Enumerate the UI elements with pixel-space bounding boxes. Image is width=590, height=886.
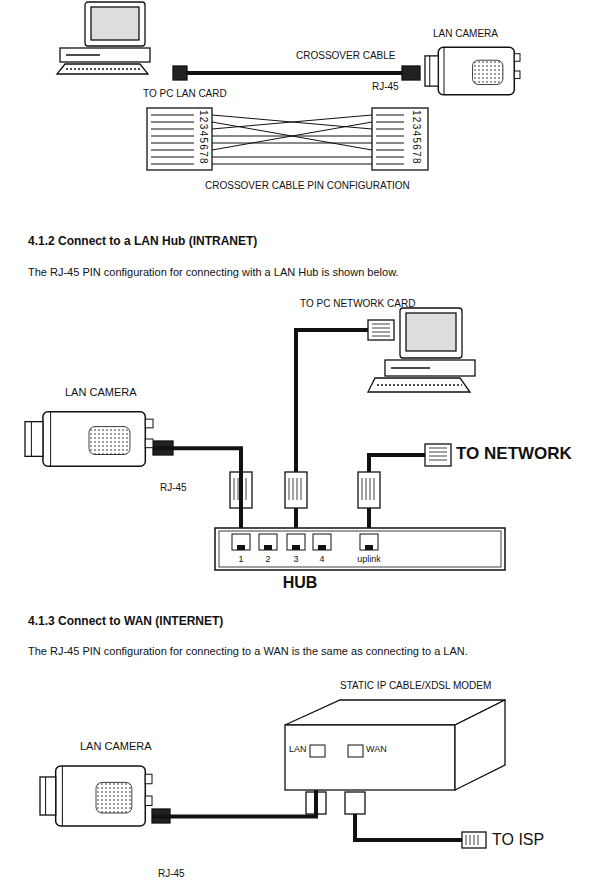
modem-box: STATIC IP CABLE/XDSL MODEMLANWAN — [285, 700, 505, 790]
section-heading: 4.1.2 Connect to a LAN Hub (INTRANET) — [28, 235, 257, 249]
node-label: LAN CAMERA — [80, 740, 152, 753]
node-label: STATIC IP CABLE/XDSL MODEM — [340, 680, 491, 692]
connector-label: RJ-45 — [160, 482, 187, 494]
lan-camera-outline — [425, 44, 520, 98]
callout-text: TO PC LAN CARD — [143, 88, 227, 100]
port-number: 3 — [293, 554, 298, 564]
node-label: LAN CAMERA — [65, 386, 137, 399]
lan-camera: LAN CAMERA — [425, 44, 520, 98]
callout-text: TO NETWORK — [456, 444, 572, 464]
body-text: The RJ-45 PIN configuration for connecti… — [28, 266, 399, 279]
lan-camera-outline — [25, 408, 153, 470]
port-number: 1 — [238, 554, 243, 564]
section-heading: 4.1.3 Connect to WAN (INTERNET) — [28, 615, 223, 629]
node-label: HUB — [283, 574, 318, 592]
lan-camera-outline — [40, 762, 152, 830]
port-number: uplink — [357, 554, 381, 564]
network-cable — [152, 790, 316, 816]
callout-text: TO ISP — [492, 831, 544, 849]
node-label: LAN — [289, 744, 307, 754]
network-cable — [153, 448, 241, 528]
caption-text: CROSSOVER CABLE PIN CONFIGURATION — [205, 180, 410, 192]
node-label: LAN CAMERA — [433, 28, 498, 40]
body-text: The RJ-45 PIN configuration for connecti… — [28, 645, 468, 658]
port-number: 4 — [319, 554, 324, 564]
pin-numbers: 12345678 — [411, 110, 421, 165]
connector-label: RJ-45 — [372, 81, 399, 93]
callout-text: CROSSOVER CABLE — [296, 50, 395, 62]
connector-label: RJ-45 — [158, 868, 185, 880]
pin-numbers: 12345678 — [198, 110, 208, 165]
port-number: 2 — [265, 554, 270, 564]
hub-box: 1234uplinkHUB — [215, 528, 505, 570]
lan-camera: LAN CAMERA — [25, 408, 153, 470]
node-label: WAN — [366, 744, 387, 754]
lan-camera: LAN CAMERA — [40, 762, 152, 830]
callout-text: TO PC NETWORK CARD — [300, 298, 415, 310]
modem-box-outline — [285, 700, 505, 790]
